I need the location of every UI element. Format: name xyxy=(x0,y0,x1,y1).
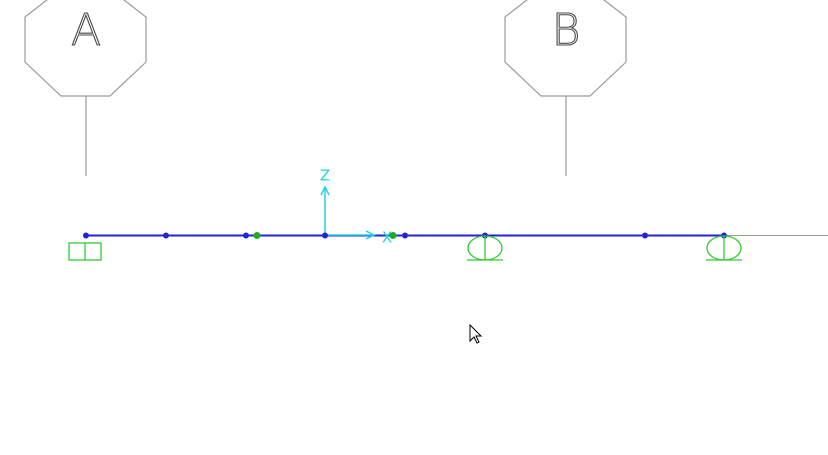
fixed-support-icon[interactable] xyxy=(68,242,102,261)
grid-bubble-b[interactable]: B xyxy=(504,0,627,176)
grid-bubble-a-label: A xyxy=(71,5,101,56)
z-axis-arrowhead xyxy=(320,185,330,196)
x-axis-label: X xyxy=(382,229,392,247)
joint-node[interactable] xyxy=(322,232,328,239)
joint-node[interactable] xyxy=(163,232,169,239)
grid-bubble-b-octagon xyxy=(504,0,627,97)
joint-node[interactable] xyxy=(402,232,408,239)
joint-node[interactable] xyxy=(243,232,249,239)
joints xyxy=(83,232,727,239)
grid-bubble-a-octagon xyxy=(24,0,147,97)
joint-node[interactable] xyxy=(83,232,89,239)
joint-node[interactable] xyxy=(642,232,648,239)
grid-bubble-b-label: B xyxy=(552,5,581,56)
grid-bubble-a[interactable]: A xyxy=(24,0,147,176)
special-joint-node[interactable] xyxy=(253,232,261,239)
x-axis-arrowhead xyxy=(365,230,376,240)
pin-support-icon[interactable] xyxy=(706,235,742,261)
pin-support-icon[interactable] xyxy=(467,235,503,261)
mouse-pointer-icon xyxy=(469,323,483,344)
axes-triad: Z X xyxy=(320,167,392,247)
z-axis-label: Z xyxy=(320,167,330,185)
special-joint-node[interactable] xyxy=(389,232,397,239)
